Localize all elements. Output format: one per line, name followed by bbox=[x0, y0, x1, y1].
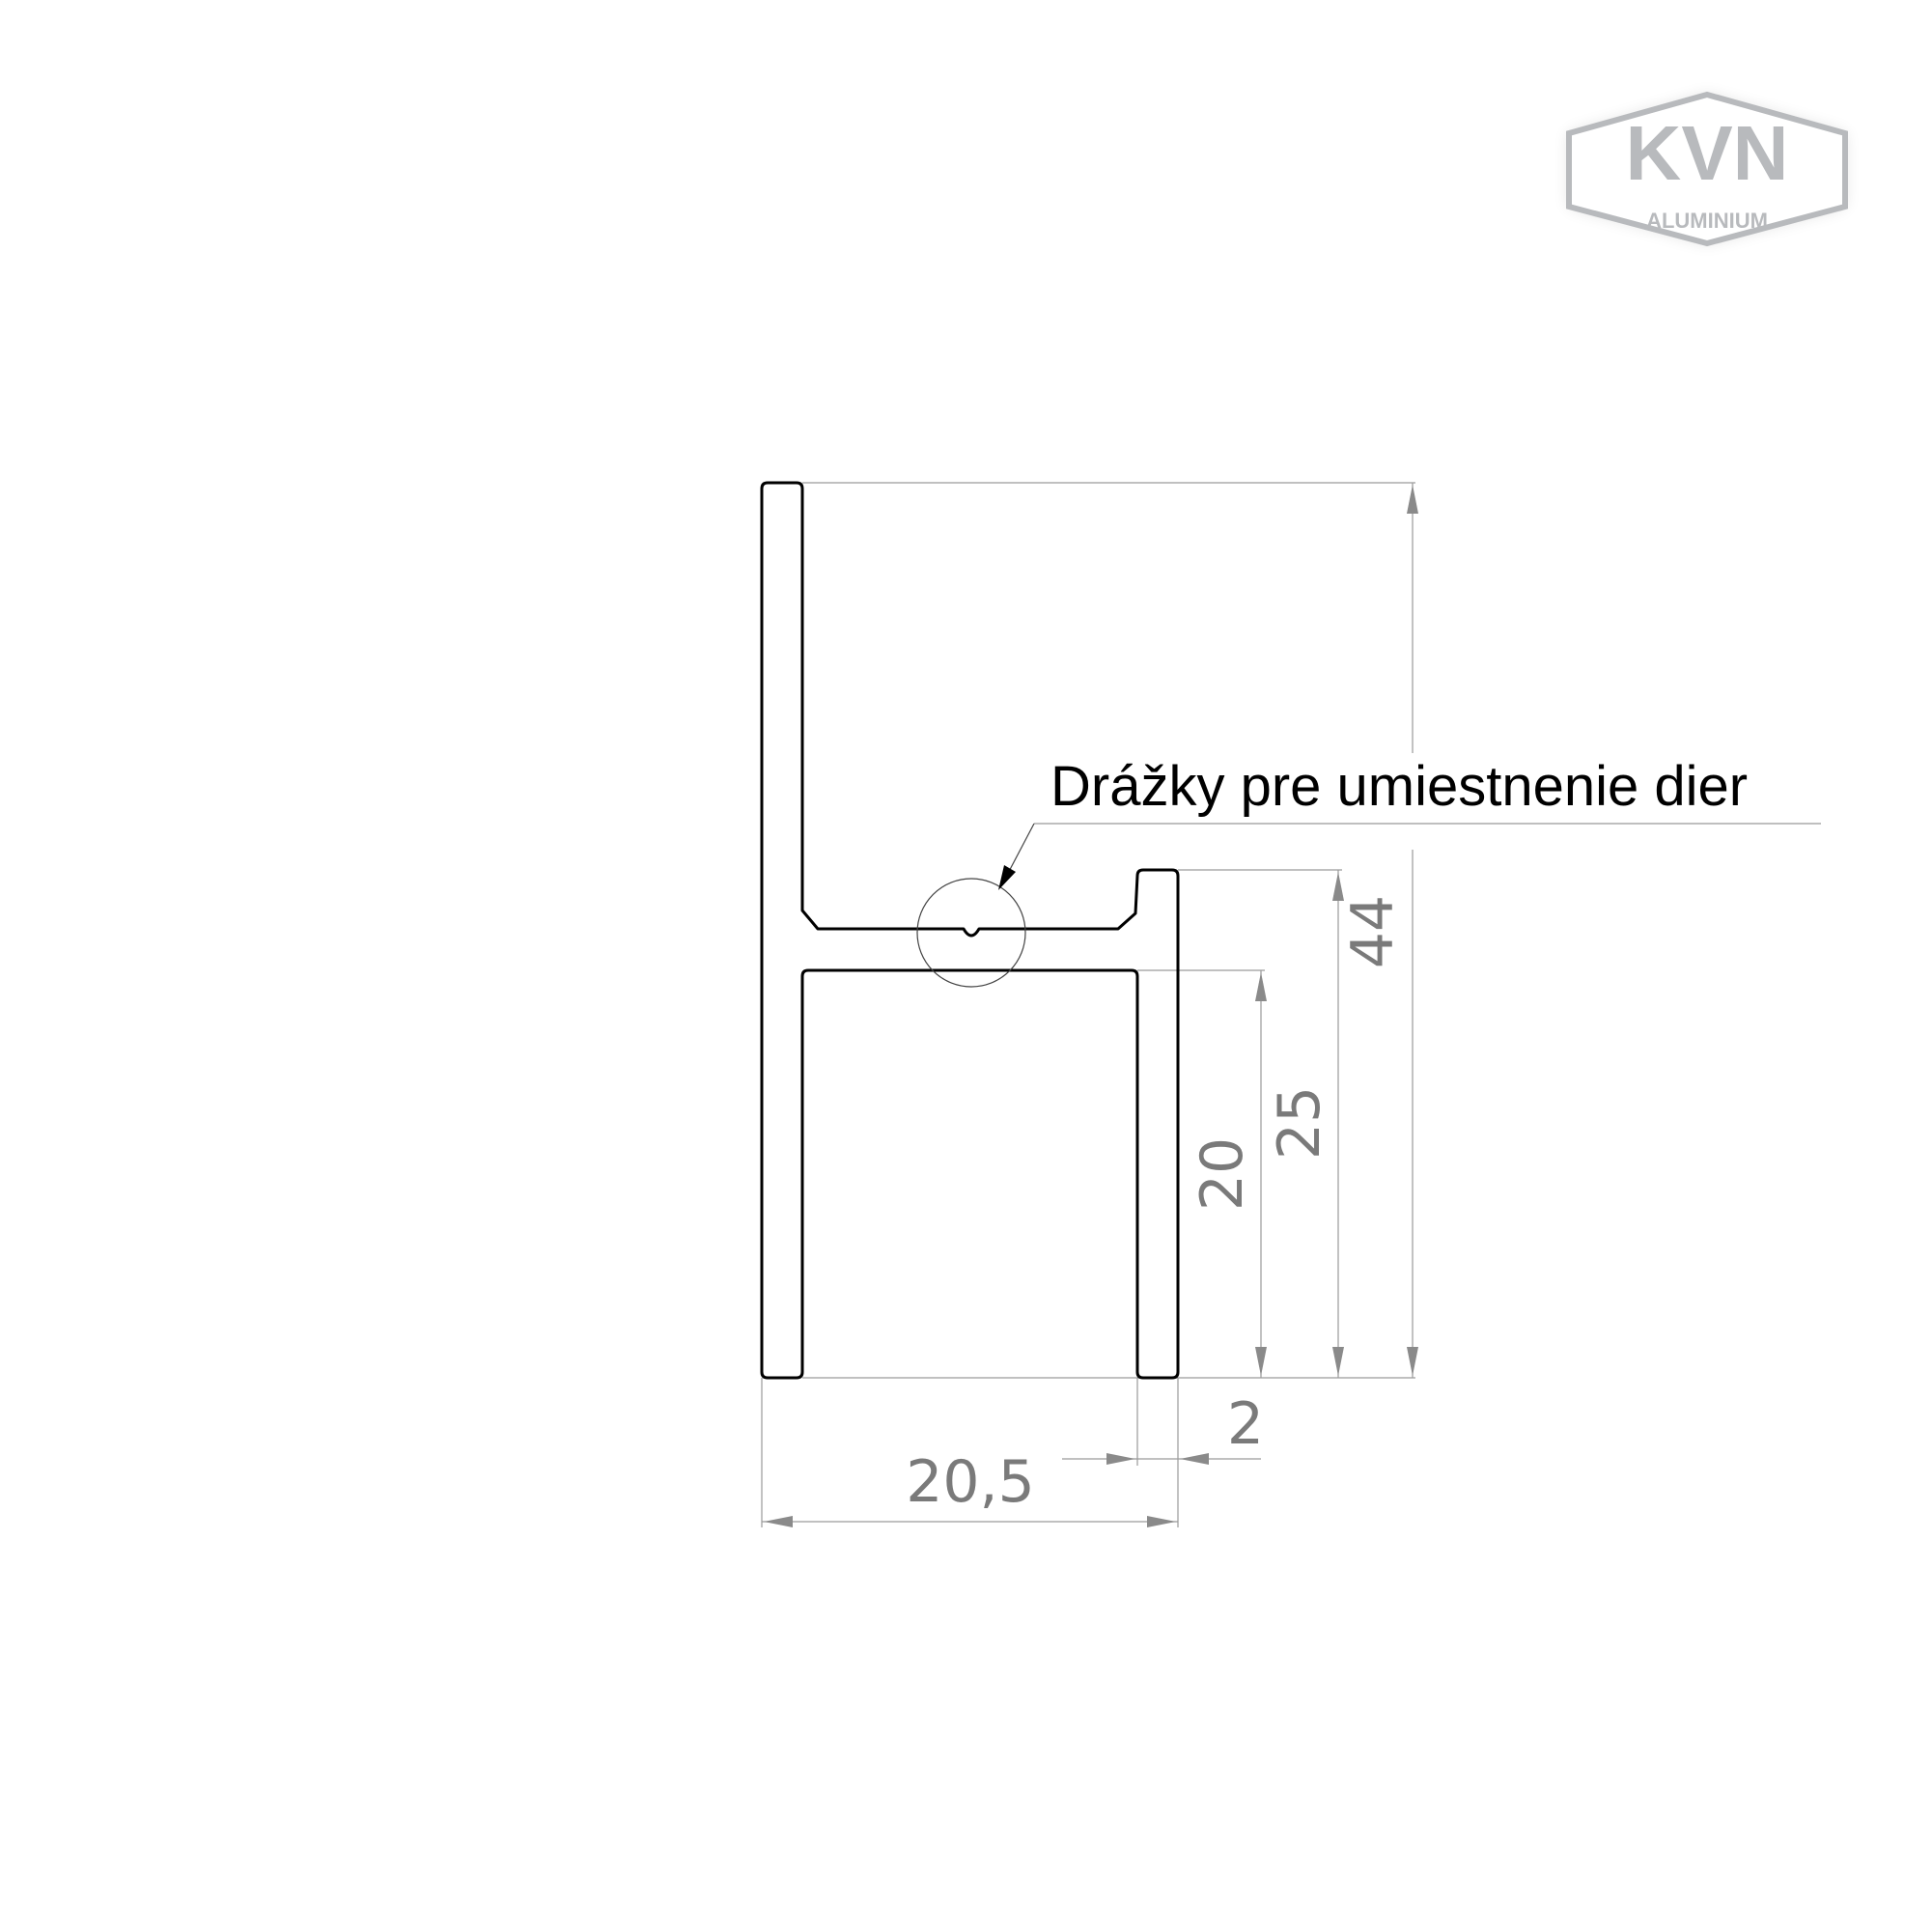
kvn-logo: KVN ALUMINIUM bbox=[1566, 91, 1848, 247]
leader-arrow-icon bbox=[998, 865, 1016, 890]
dim-total-height: 44 bbox=[1339, 895, 1407, 968]
dim-flange-height: 25 bbox=[1266, 1086, 1333, 1160]
dimension-lines bbox=[762, 483, 1418, 1527]
callout-label: Drážky pre umiestnenie dier bbox=[1050, 755, 1748, 818]
dim-inner-height: 20 bbox=[1189, 1137, 1256, 1211]
detail-circle bbox=[916, 878, 1026, 988]
groove-callout: Drážky pre umiestnenie dier bbox=[916, 755, 1821, 988]
dim-thickness: 2 bbox=[1227, 1390, 1264, 1458]
logo-text: KVN bbox=[1626, 110, 1789, 196]
extension-lines bbox=[761, 482, 1415, 1527]
profile-outline bbox=[760, 481, 1180, 1380]
logo-subtext: ALUMINIUM bbox=[1646, 209, 1768, 233]
dim-width: 20,5 bbox=[906, 1448, 1035, 1516]
